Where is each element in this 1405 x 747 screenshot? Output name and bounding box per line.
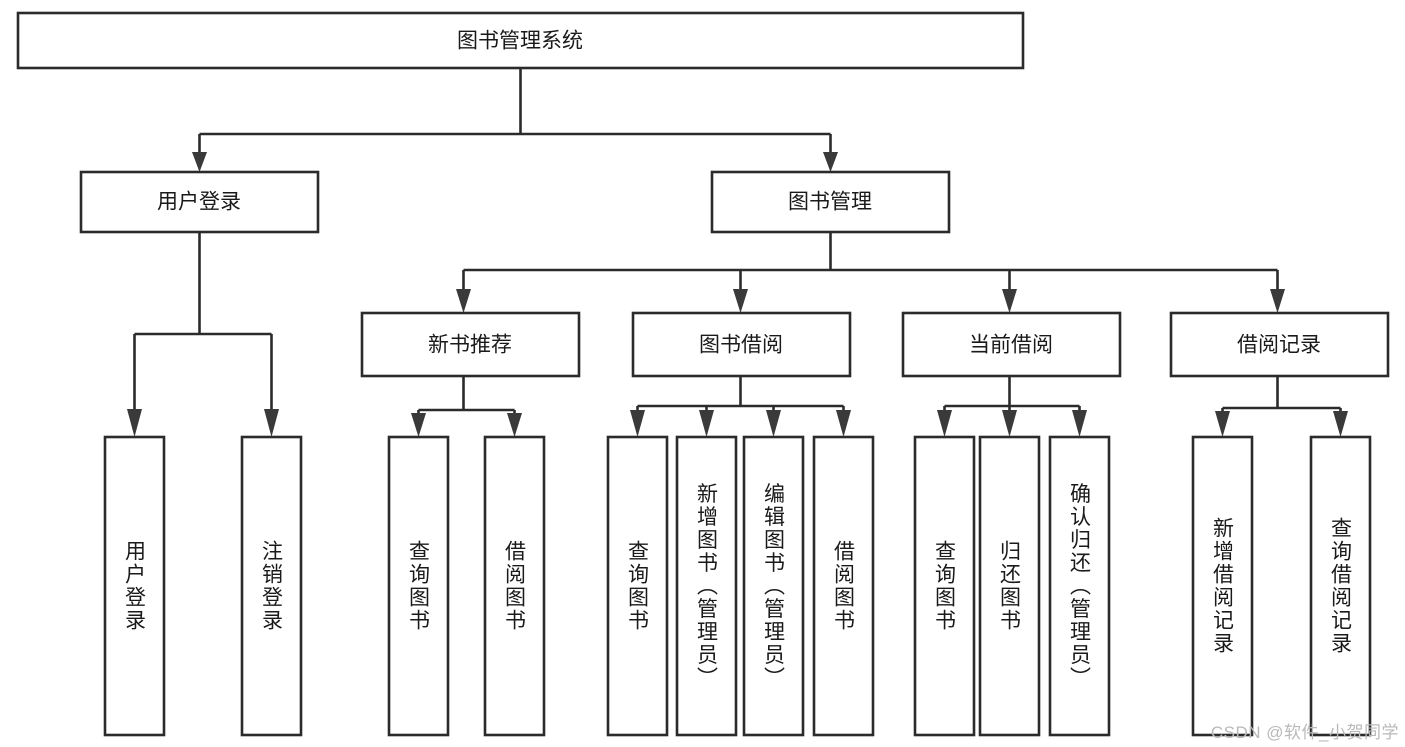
node-book-borrow[interactable]: 图书借阅 (631, 311, 852, 378)
node-leaf-query-book-3-label: 查询图书 (933, 540, 957, 632)
node-root-label: 图书管理系统 (457, 30, 583, 53)
arrow-leaf-borrow-book-1-icon (507, 413, 522, 437)
arrow-to-user-login-icon (192, 152, 207, 172)
node-leaf-borrow-book-1-label: 借阅图书 (503, 540, 527, 632)
arrow-to-book-manage-icon (823, 152, 838, 172)
node-leaf-query-book-3-box[interactable] (913, 435, 976, 737)
node-book-manage-box[interactable] (710, 170, 951, 234)
arrow-leaf-borrow-book-2-icon (836, 410, 851, 437)
node-leaf-query-book-2[interactable]: 查询图书 (606, 435, 669, 737)
arrow-leaf-query-book-1-icon (411, 413, 426, 437)
node-user-login[interactable]: 用户登录 (79, 170, 320, 234)
node-new-book-rec-label: 新书推荐 (428, 334, 512, 357)
node-leaf-return-book-box[interactable] (978, 435, 1041, 737)
node-borrow-record[interactable]: 借阅记录 (1169, 311, 1390, 378)
node-leaf-query-book-2-label: 查询图书 (626, 540, 650, 632)
node-book-manage[interactable]: 图书管理 (710, 170, 951, 234)
node-leaf-query-book-1-label: 查询图书 (407, 540, 431, 632)
node-new-book-rec[interactable]: 新书推荐 (360, 311, 581, 378)
node-current-borrow-label: 当前借阅 (969, 334, 1053, 357)
node-leaf-edit-book[interactable]: 编辑图书（管理员） (742, 435, 805, 737)
node-leaf-query-record[interactable]: 查询借阅记录 (1309, 435, 1372, 737)
node-leaf-borrow-book-1-box[interactable] (483, 435, 546, 737)
node-leaf-user-logout-label: 注销登录 (260, 540, 284, 632)
arrow-leaf-edit-book-icon (766, 410, 781, 437)
node-leaf-user-login[interactable]: 用户登录 (103, 435, 166, 737)
node-leaf-return-book[interactable]: 归还图书 (978, 435, 1041, 737)
arrow-to-current-borrow-icon (1002, 289, 1017, 313)
node-leaf-add-book-label: 新增图书（管理员） (695, 483, 719, 690)
arrow-leaf-return-book-icon (1002, 410, 1017, 437)
node-leaf-user-login-label: 用户登录 (123, 540, 147, 632)
node-borrow-record-box[interactable] (1169, 311, 1390, 378)
node-user-login-label: 用户登录 (157, 191, 241, 214)
node-book-borrow-box[interactable] (631, 311, 852, 378)
csdn-watermark: CSDN @软件_小贺同学 (1210, 723, 1399, 742)
node-leaf-return-book-label: 归还图书 (998, 540, 1022, 632)
node-leaf-add-record-box[interactable] (1191, 435, 1254, 737)
node-leaf-add-record-label: 新增借阅记录 (1211, 517, 1235, 655)
node-leaf-confirm-return-box[interactable] (1048, 435, 1111, 737)
node-leaf-query-record-label: 查询借阅记录 (1329, 517, 1353, 655)
node-leaf-query-book-1[interactable]: 查询图书 (387, 435, 450, 737)
node-leaf-add-book[interactable]: 新增图书（管理员） (675, 435, 738, 737)
node-leaf-user-login-box[interactable] (103, 435, 166, 737)
arrow-leaf-query-record-icon (1333, 411, 1348, 437)
arrow-leaf-add-record-icon (1215, 411, 1230, 437)
node-leaf-edit-book-label: 编辑图书（管理员） (762, 483, 786, 690)
node-leaf-query-book-2-box[interactable] (606, 435, 669, 737)
node-leaf-confirm-return[interactable]: 确认归还（管理员） (1048, 435, 1111, 737)
arrow-to-new-book-rec-icon (456, 289, 471, 313)
node-book-manage-label: 图书管理 (788, 191, 872, 214)
node-root-box[interactable] (16, 11, 1025, 70)
node-leaf-edit-book-box[interactable] (742, 435, 805, 737)
node-leaf-borrow-book-2-label: 借阅图书 (832, 540, 856, 632)
node-leaf-confirm-return-label: 确认归还（管理员） (1068, 483, 1092, 690)
arrow-leaf-query-book-3-icon (937, 410, 952, 437)
arrow-leaf-add-book-icon (699, 410, 714, 437)
node-current-borrow-box[interactable] (901, 311, 1122, 378)
node-leaf-borrow-book-2[interactable]: 借阅图书 (812, 435, 875, 737)
node-current-borrow[interactable]: 当前借阅 (901, 311, 1122, 378)
node-user-login-box[interactable] (79, 170, 320, 234)
node-leaf-borrow-book-2-box[interactable] (812, 435, 875, 737)
node-leaf-query-book-1-box[interactable] (387, 435, 450, 737)
connector-layer (127, 68, 1348, 437)
arrow-leaf-user-login-icon (127, 409, 142, 437)
arrow-leaf-user-logout-icon (264, 409, 279, 437)
arrow-to-book-borrow-icon (733, 289, 748, 313)
node-borrow-record-label: 借阅记录 (1237, 334, 1321, 357)
node-leaf-user-logout[interactable]: 注销登录 (240, 435, 303, 737)
arrow-leaf-query-book-2-icon (630, 410, 645, 437)
node-new-book-rec-box[interactable] (360, 311, 581, 378)
node-leaf-borrow-book-1[interactable]: 借阅图书 (483, 435, 546, 737)
node-book-borrow-label: 图书借阅 (699, 334, 783, 357)
node-root[interactable]: 图书管理系统 (16, 11, 1025, 70)
node-leaf-add-book-box[interactable] (675, 435, 738, 737)
arrow-leaf-confirm-return-icon (1072, 410, 1087, 437)
node-leaf-query-record-box[interactable] (1309, 435, 1372, 737)
arrow-to-borrow-record-icon (1270, 289, 1285, 313)
node-leaf-user-logout-box[interactable] (240, 435, 303, 737)
node-leaf-query-book-3[interactable]: 查询图书 (913, 435, 976, 737)
node-leaf-add-record[interactable]: 新增借阅记录 (1191, 435, 1254, 737)
